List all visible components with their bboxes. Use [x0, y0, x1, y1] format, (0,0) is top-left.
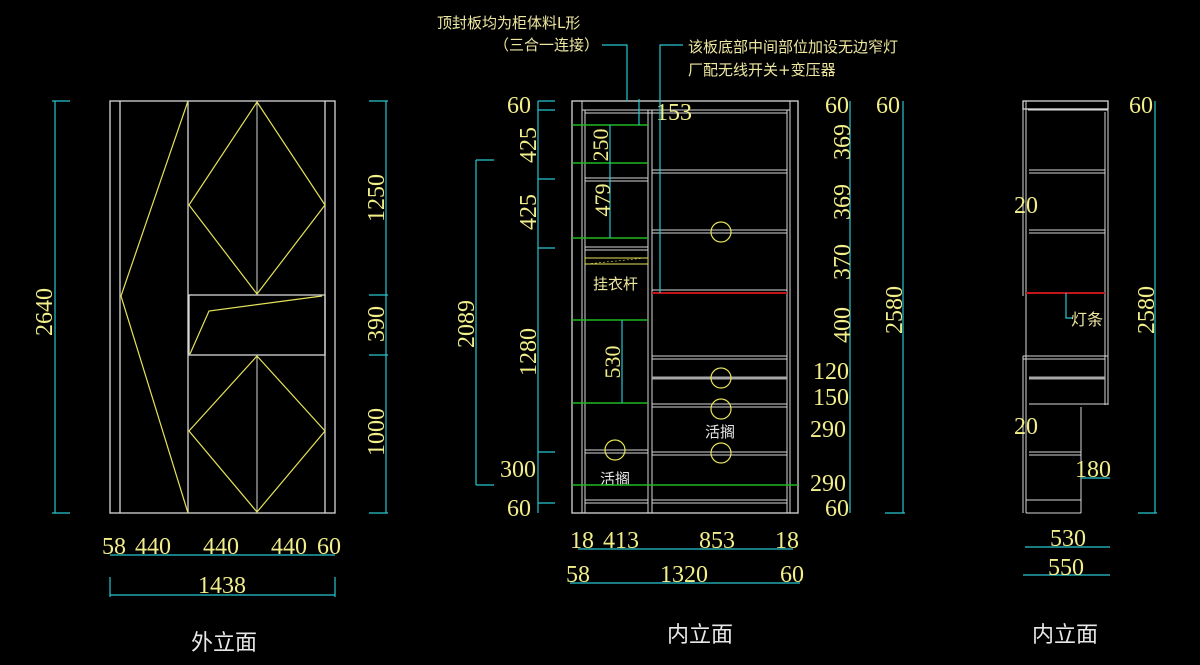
dim-side-20-b: 20	[1014, 414, 1038, 440]
dim-right-290-b: 290	[810, 471, 846, 497]
dim-440-b: 440	[203, 534, 239, 560]
exterior-frame	[109, 100, 336, 514]
leader-light	[659, 44, 683, 293]
shelf-pin-icon	[710, 398, 732, 420]
hanging-rod	[584, 257, 649, 265]
dim-left-425-b: 425	[516, 194, 542, 230]
side-elevation: 灯条 20 20 180 60 2580 530 550 内立面	[1014, 93, 1160, 648]
dim-60: 60	[317, 534, 341, 560]
dim-left-425-a: 425	[516, 127, 542, 163]
dim-bottom-853: 853	[699, 528, 735, 554]
dim-right-370: 370	[830, 244, 856, 280]
chevron-decor	[120, 100, 189, 514]
diamond-decor-bottom	[188, 355, 326, 513]
dim-lower: 1000	[364, 408, 390, 456]
rod-hatch	[586, 257, 646, 265]
dim-right-400: 400	[830, 307, 856, 343]
dim-side-530: 530	[1050, 526, 1086, 552]
hanging-rod-label: 挂衣杆	[593, 275, 638, 293]
exterior-niche	[188, 294, 326, 356]
dim-side-60: 60	[1129, 93, 1153, 119]
interior-title: 内立面	[667, 623, 733, 648]
dim-right-369-a: 369	[830, 124, 856, 160]
dim-side-550: 550	[1048, 555, 1084, 581]
side-title: 内立面	[1032, 623, 1098, 648]
dim-bottom-18-right: 18	[775, 528, 799, 554]
dim-side-20-a: 20	[1014, 193, 1038, 219]
dim-bottom2-60: 60	[780, 562, 804, 588]
dim-440-c: 440	[271, 534, 307, 560]
dim-250: 250	[588, 129, 613, 162]
dim-right-total-60: 60	[876, 93, 900, 119]
dim-479: 479	[590, 184, 615, 217]
exterior-title: 外立面	[191, 631, 257, 656]
interior-frame	[571, 100, 799, 514]
shelf-pin-icon	[710, 221, 732, 243]
dim-530: 530	[600, 346, 625, 379]
dim-left-1280: 1280	[516, 328, 542, 376]
shelf-pin-icon	[710, 442, 732, 464]
dim-right-120: 120	[813, 359, 849, 385]
dim-right-60-bottom: 60	[825, 496, 849, 522]
dim-bottom2-58: 58	[566, 562, 590, 588]
dim-bottom2-1320: 1320	[660, 562, 708, 588]
note-top-panel-2: （三合一连接）	[494, 36, 599, 54]
dim-58: 58	[102, 534, 126, 560]
dim-bottom-18-left: 18	[570, 528, 594, 554]
note-light-1: 该板底部中间部位加设无边窄灯	[688, 38, 898, 56]
dim-right-2580: 2580	[882, 286, 908, 334]
movable-shelf-label-right: 活搁	[705, 423, 735, 441]
dim-right-60-top: 60	[825, 93, 849, 119]
leader-light-strip	[1065, 293, 1072, 319]
dim-right-290-a: 290	[810, 417, 846, 443]
dim-exterior-width: 1438	[198, 573, 246, 599]
annotations: 顶封板均为柜体料L形 （三合一连接） 该板底部中间部位加设无边窄灯 厂配无线开关…	[437, 14, 898, 79]
leader-top-panel	[602, 44, 628, 101]
interior-elevation: 挂衣杆 活搁 活搁 250	[454, 44, 908, 648]
dim-right-369-b: 369	[830, 184, 856, 220]
diamond-decor-top	[188, 100, 326, 295]
side-top	[1022, 100, 1109, 110]
shelf-pin-icon	[710, 367, 732, 389]
dim-left-60-bottom: 60	[507, 496, 531, 522]
dim-bottom-413: 413	[603, 528, 639, 554]
note-light-2: 厂配无线开关+变压器	[688, 61, 836, 79]
exterior-elevation: 2640 1250 390 1000 58 440 440 440 60 143…	[32, 100, 390, 656]
light-strip-label: 灯条	[1071, 310, 1103, 329]
shelf-pin-icon	[604, 439, 626, 461]
niche-decor	[189, 295, 323, 355]
dim-side-2580: 2580	[1134, 286, 1160, 334]
dim-exterior-height: 2640	[32, 288, 58, 336]
dim-right-150: 150	[813, 385, 849, 411]
dim-side-180: 180	[1075, 457, 1111, 483]
dim-niche: 390	[364, 306, 390, 342]
note-top-panel-1: 顶封板均为柜体料L形	[437, 14, 580, 32]
dim-left-2089: 2089	[454, 300, 480, 348]
dim-upper: 1250	[364, 174, 390, 222]
dim-153: 153	[656, 100, 692, 126]
dim-440-a: 440	[135, 534, 171, 560]
dim-left-60-top: 60	[507, 93, 531, 119]
movable-shelf-label-left: 活搁	[600, 470, 630, 488]
dim-left-300: 300	[500, 457, 536, 483]
